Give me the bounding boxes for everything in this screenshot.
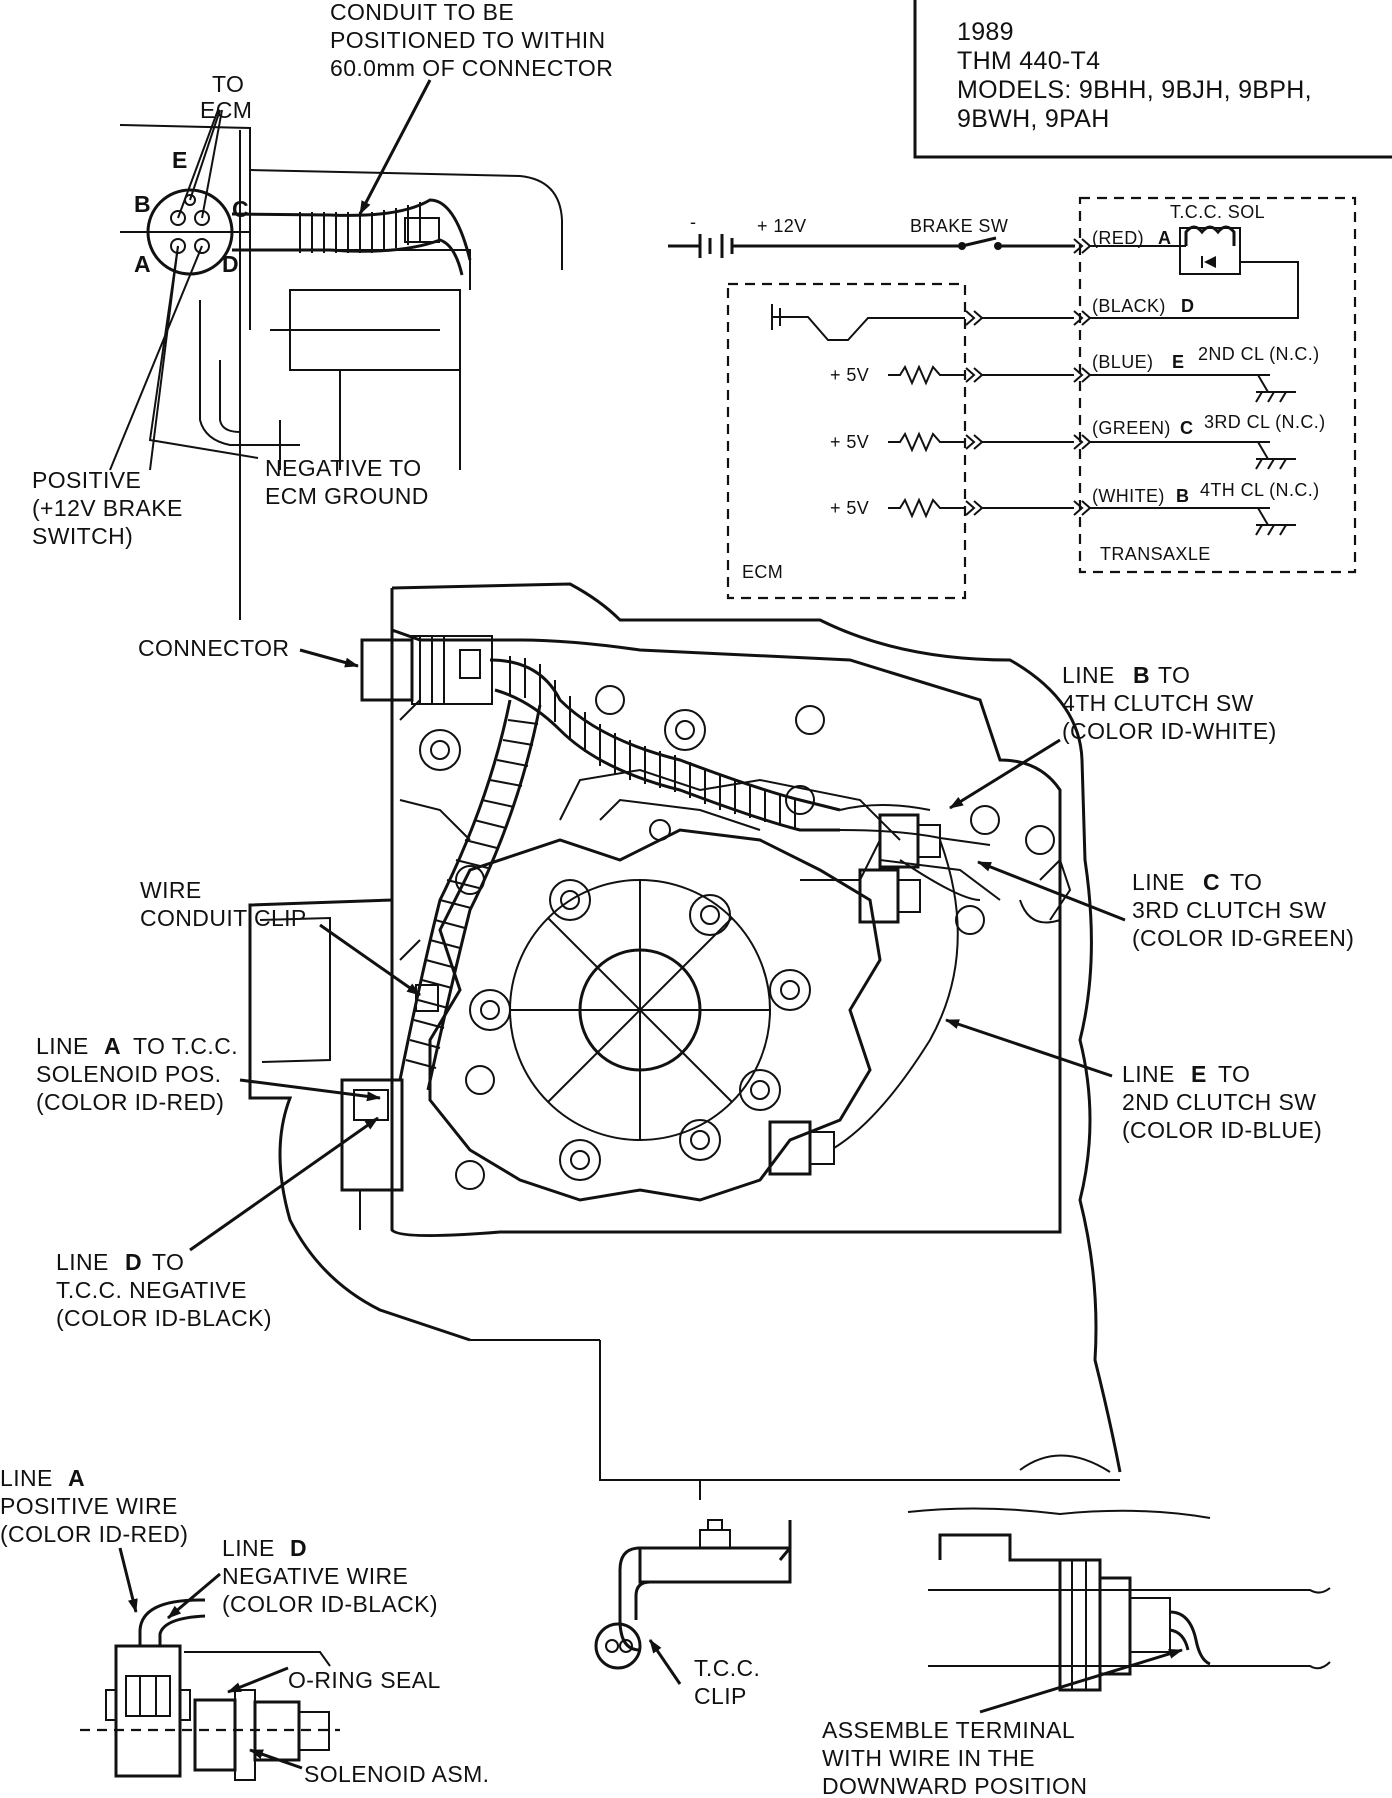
pin-label-b: B xyxy=(134,191,151,217)
pin-label-d: D xyxy=(222,251,239,277)
line-c-label-1b: C xyxy=(1203,869,1220,895)
line-c-label-2: 3RD CLUTCH SW xyxy=(1132,897,1326,923)
line-a-main-label-3: (COLOR ID-RED) xyxy=(36,1089,224,1115)
ecm-label: ECM xyxy=(742,562,783,582)
white-b-color: (WHITE) xyxy=(1092,486,1165,506)
positive-label-3: SWITCH) xyxy=(32,523,133,549)
line-d-main-label-1b: D xyxy=(125,1249,142,1275)
battery-minus: - xyxy=(690,212,696,232)
conduit-note-2: POSITIONED TO WITHIN xyxy=(330,27,606,53)
bolt-group xyxy=(419,685,1055,1190)
blue-e-color: (BLUE) xyxy=(1092,352,1153,372)
terminal-detail: ASSEMBLE TERMINAL WITH WIRE IN THE DOWNW… xyxy=(822,1507,1331,1798)
line-a-main-label-1a: LINE xyxy=(36,1033,89,1059)
line-a-main-label-2: SOLENOID POS. xyxy=(36,1061,221,1087)
assemble-label-2: WITH WIRE IN THE xyxy=(822,1745,1035,1771)
line-a-main-label-1b: A xyxy=(104,1033,121,1059)
conduit-note-1: CONDUIT TO BE xyxy=(330,0,514,25)
bottom-line-a-2: POSITIVE WIRE xyxy=(0,1493,178,1519)
battery-plus12v: + 12V xyxy=(757,216,807,236)
brake-switch-label: BRAKE SW xyxy=(910,216,1008,236)
negative-label-1: NEGATIVE TO xyxy=(265,455,422,481)
white-b-letter: B xyxy=(1176,486,1189,506)
red-a-letter: A xyxy=(1158,228,1171,248)
transaxle-label: TRANSAXLE xyxy=(1100,544,1211,564)
line-e-label-1b: E xyxy=(1191,1061,1207,1087)
assemble-label-1: ASSEMBLE TERMINAL xyxy=(822,1717,1075,1743)
pin-label-c: C xyxy=(232,196,249,222)
line-b-label-1c: TO xyxy=(1158,662,1190,688)
tcc-clip-label-1: T.C.C. xyxy=(694,1655,760,1681)
electrical-schematic: - + 12V BRAKE SW T.C.C. SOL (RED) A (BLA… xyxy=(668,196,1357,600)
line-b-label-1b: B xyxy=(1133,662,1150,688)
green-c-circuit: + 5V (GREEN) C 3RD CL (N.C.) xyxy=(830,412,1326,470)
tcc-sol-label: T.C.C. SOL xyxy=(1170,202,1265,222)
header-models-line2: 9BWH, 9PAH xyxy=(957,105,1110,133)
line-b-label-3: (COLOR ID-WHITE) xyxy=(1062,718,1277,744)
conduit-note-3: 60.0mm OF CONNECTOR xyxy=(330,55,613,81)
line-d-main-label-1a: LINE xyxy=(56,1249,109,1275)
blue-e-letter: E xyxy=(1172,352,1184,372)
line-d-main-label-3: (COLOR ID-BLACK) xyxy=(56,1305,272,1331)
line-b-label-2: 4TH CLUTCH SW xyxy=(1062,690,1254,716)
header-box: 1989 THM 440-T4 MODELS: 9BHH, 9BJH, 9BPH… xyxy=(913,0,1392,159)
green-c-name: 3RD CL (N.C.) xyxy=(1204,412,1326,432)
line-c-label-3: (COLOR ID-GREEN) xyxy=(1132,925,1354,951)
positive-label-2: (+12V BRAKE xyxy=(32,495,183,521)
bottom-line-d-1b: D xyxy=(290,1535,307,1561)
bottom-line-a-1b: A xyxy=(68,1465,85,1491)
white-b-name: 4TH CL (N.C.) xyxy=(1200,480,1320,500)
solenoid-detail: LINE A POSITIVE WIRE (COLOR ID-RED) LINE… xyxy=(0,1465,489,1787)
positive-label-1: POSITIVE xyxy=(32,467,141,493)
blue-e-circuit: + 5V (BLUE) E 2ND CL (N.C.) xyxy=(830,344,1320,403)
black-d-color: (BLACK) xyxy=(1092,296,1166,316)
to-ecm-2: ECM xyxy=(200,97,252,123)
line-d-main-label-1c: TO xyxy=(152,1249,184,1275)
header-year: 1989 xyxy=(957,18,1014,46)
black-d-letter: D xyxy=(1181,296,1194,316)
line-e-label-1c: TO xyxy=(1218,1061,1250,1087)
plus5v-1: + 5V xyxy=(830,365,869,385)
red-a-color: (RED) xyxy=(1092,228,1144,248)
line-e-label-1a: LINE xyxy=(1122,1061,1175,1087)
plus5v-3: + 5V xyxy=(830,498,869,518)
green-c-color: (GREEN) xyxy=(1092,418,1171,438)
line-a-main-label-1c: TO T.C.C. xyxy=(133,1033,238,1059)
line-d-main-label-2: T.C.C. NEGATIVE xyxy=(56,1277,247,1303)
bottom-line-a-1a: LINE xyxy=(0,1465,53,1491)
bottom-line-d-3: (COLOR ID-BLACK) xyxy=(222,1591,438,1617)
header-transmission: THM 440-T4 xyxy=(957,47,1100,75)
wire-clip-label-2: CONDUIT CLIP xyxy=(140,905,307,931)
plus5v-2: + 5V xyxy=(830,432,869,452)
blue-e-name: 2ND CL (N.C.) xyxy=(1198,344,1320,364)
pin-label-e: E xyxy=(172,147,188,173)
connector-detail: CONDUIT TO BE POSITIONED TO WITHIN 60.0m… xyxy=(32,0,613,620)
pin-label-a: A xyxy=(134,251,151,277)
wire-clip-label-1: WIRE xyxy=(140,877,202,903)
bottom-line-a-3: (COLOR ID-RED) xyxy=(0,1521,188,1547)
line-e-label-3: (COLOR ID-BLUE) xyxy=(1122,1117,1322,1143)
header-models-line1: MODELS: 9BHH, 9BJH, 9BPH, xyxy=(957,76,1312,104)
line-c-label-1c: TO xyxy=(1230,869,1262,895)
solenoid-asm-label: SOLENOID ASM. xyxy=(304,1761,489,1787)
bottom-line-d-1a: LINE xyxy=(222,1535,275,1561)
white-b-circuit: + 5V (WHITE) B 4TH CL (N.C.) xyxy=(830,480,1320,536)
line-e-label-2: 2ND CLUTCH SW xyxy=(1122,1089,1316,1115)
line-b-label-1a: LINE xyxy=(1062,662,1115,688)
bottom-line-d-2: NEGATIVE WIRE xyxy=(222,1563,408,1589)
to-ecm-1: TO xyxy=(212,71,244,97)
assemble-label-3: DOWNWARD POSITION xyxy=(822,1773,1087,1798)
o-ring-seal-label: O-RING SEAL xyxy=(288,1667,441,1693)
tcc-clip-label-2: CLIP xyxy=(694,1683,747,1709)
green-c-letter: C xyxy=(1180,418,1193,438)
line-c-label-1a: LINE xyxy=(1132,869,1185,895)
negative-label-2: ECM GROUND xyxy=(265,483,429,509)
connector-label: CONNECTOR xyxy=(138,635,289,661)
tcc-clip-detail: T.C.C. CLIP xyxy=(594,1519,792,1709)
valve-body-view: CONNECTOR LINE B TO 4TH CLUTCH SW (COLOR… xyxy=(36,582,1354,1500)
